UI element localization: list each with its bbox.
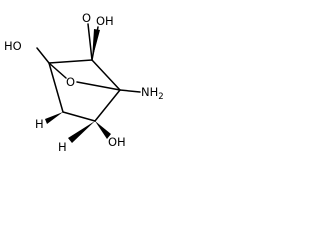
bond-c-bridgehead-left-to-oxygen-bridge [48, 62, 67, 79]
atom-oh-bottom: OH [108, 135, 126, 149]
wedge-c-bottom-to-h [68, 121, 95, 143]
bond-c-right-to-nh2 [119, 89, 141, 93]
atom-oh-top-right: OH [96, 14, 114, 28]
bond-c-upper-to-c-right [91, 59, 121, 91]
atom-h-lower-left: H [35, 117, 44, 131]
bond-oxygen-top-to-c-upper [87, 23, 93, 61]
atom-oxygen-top: O [82, 11, 91, 25]
bond-lines [36, 23, 141, 122]
atom-nh2: NH2 [141, 85, 164, 102]
atom-h-bottom-left: H [58, 140, 67, 154]
wedge-c-bottom-to-oh [95, 121, 111, 139]
bond-c-lower-left-to-c-bottom [62, 111, 96, 122]
atom-ho-left: HO [4, 39, 22, 53]
atom-nh2-main: NH [141, 85, 158, 99]
atom-labels: O OH HO O NH2 H H OH [4, 11, 164, 154]
bond-c-upper-to-c-bridgehead-left [48, 59, 93, 64]
bond-c-right-to-c-bottom [94, 89, 121, 122]
atom-nh2-subscript: 2 [158, 92, 163, 102]
wedge-c-lower-left-to-h [45, 112, 63, 124]
wedge-c-upper-to-oh [92, 29, 100, 60]
bicyclic-amino-triol-structure: O OH HO O NH2 H H OH [4, 11, 164, 154]
bond-c-bridgehead-left-to-c-lower-left [48, 62, 64, 113]
wedge-bonds [45, 29, 111, 143]
atom-oxygen-bridge: O [66, 75, 75, 89]
bond-oxygen-bridge-to-c-right [76, 81, 121, 91]
bond-c-bridgehead-left-to-ho [36, 47, 50, 64]
